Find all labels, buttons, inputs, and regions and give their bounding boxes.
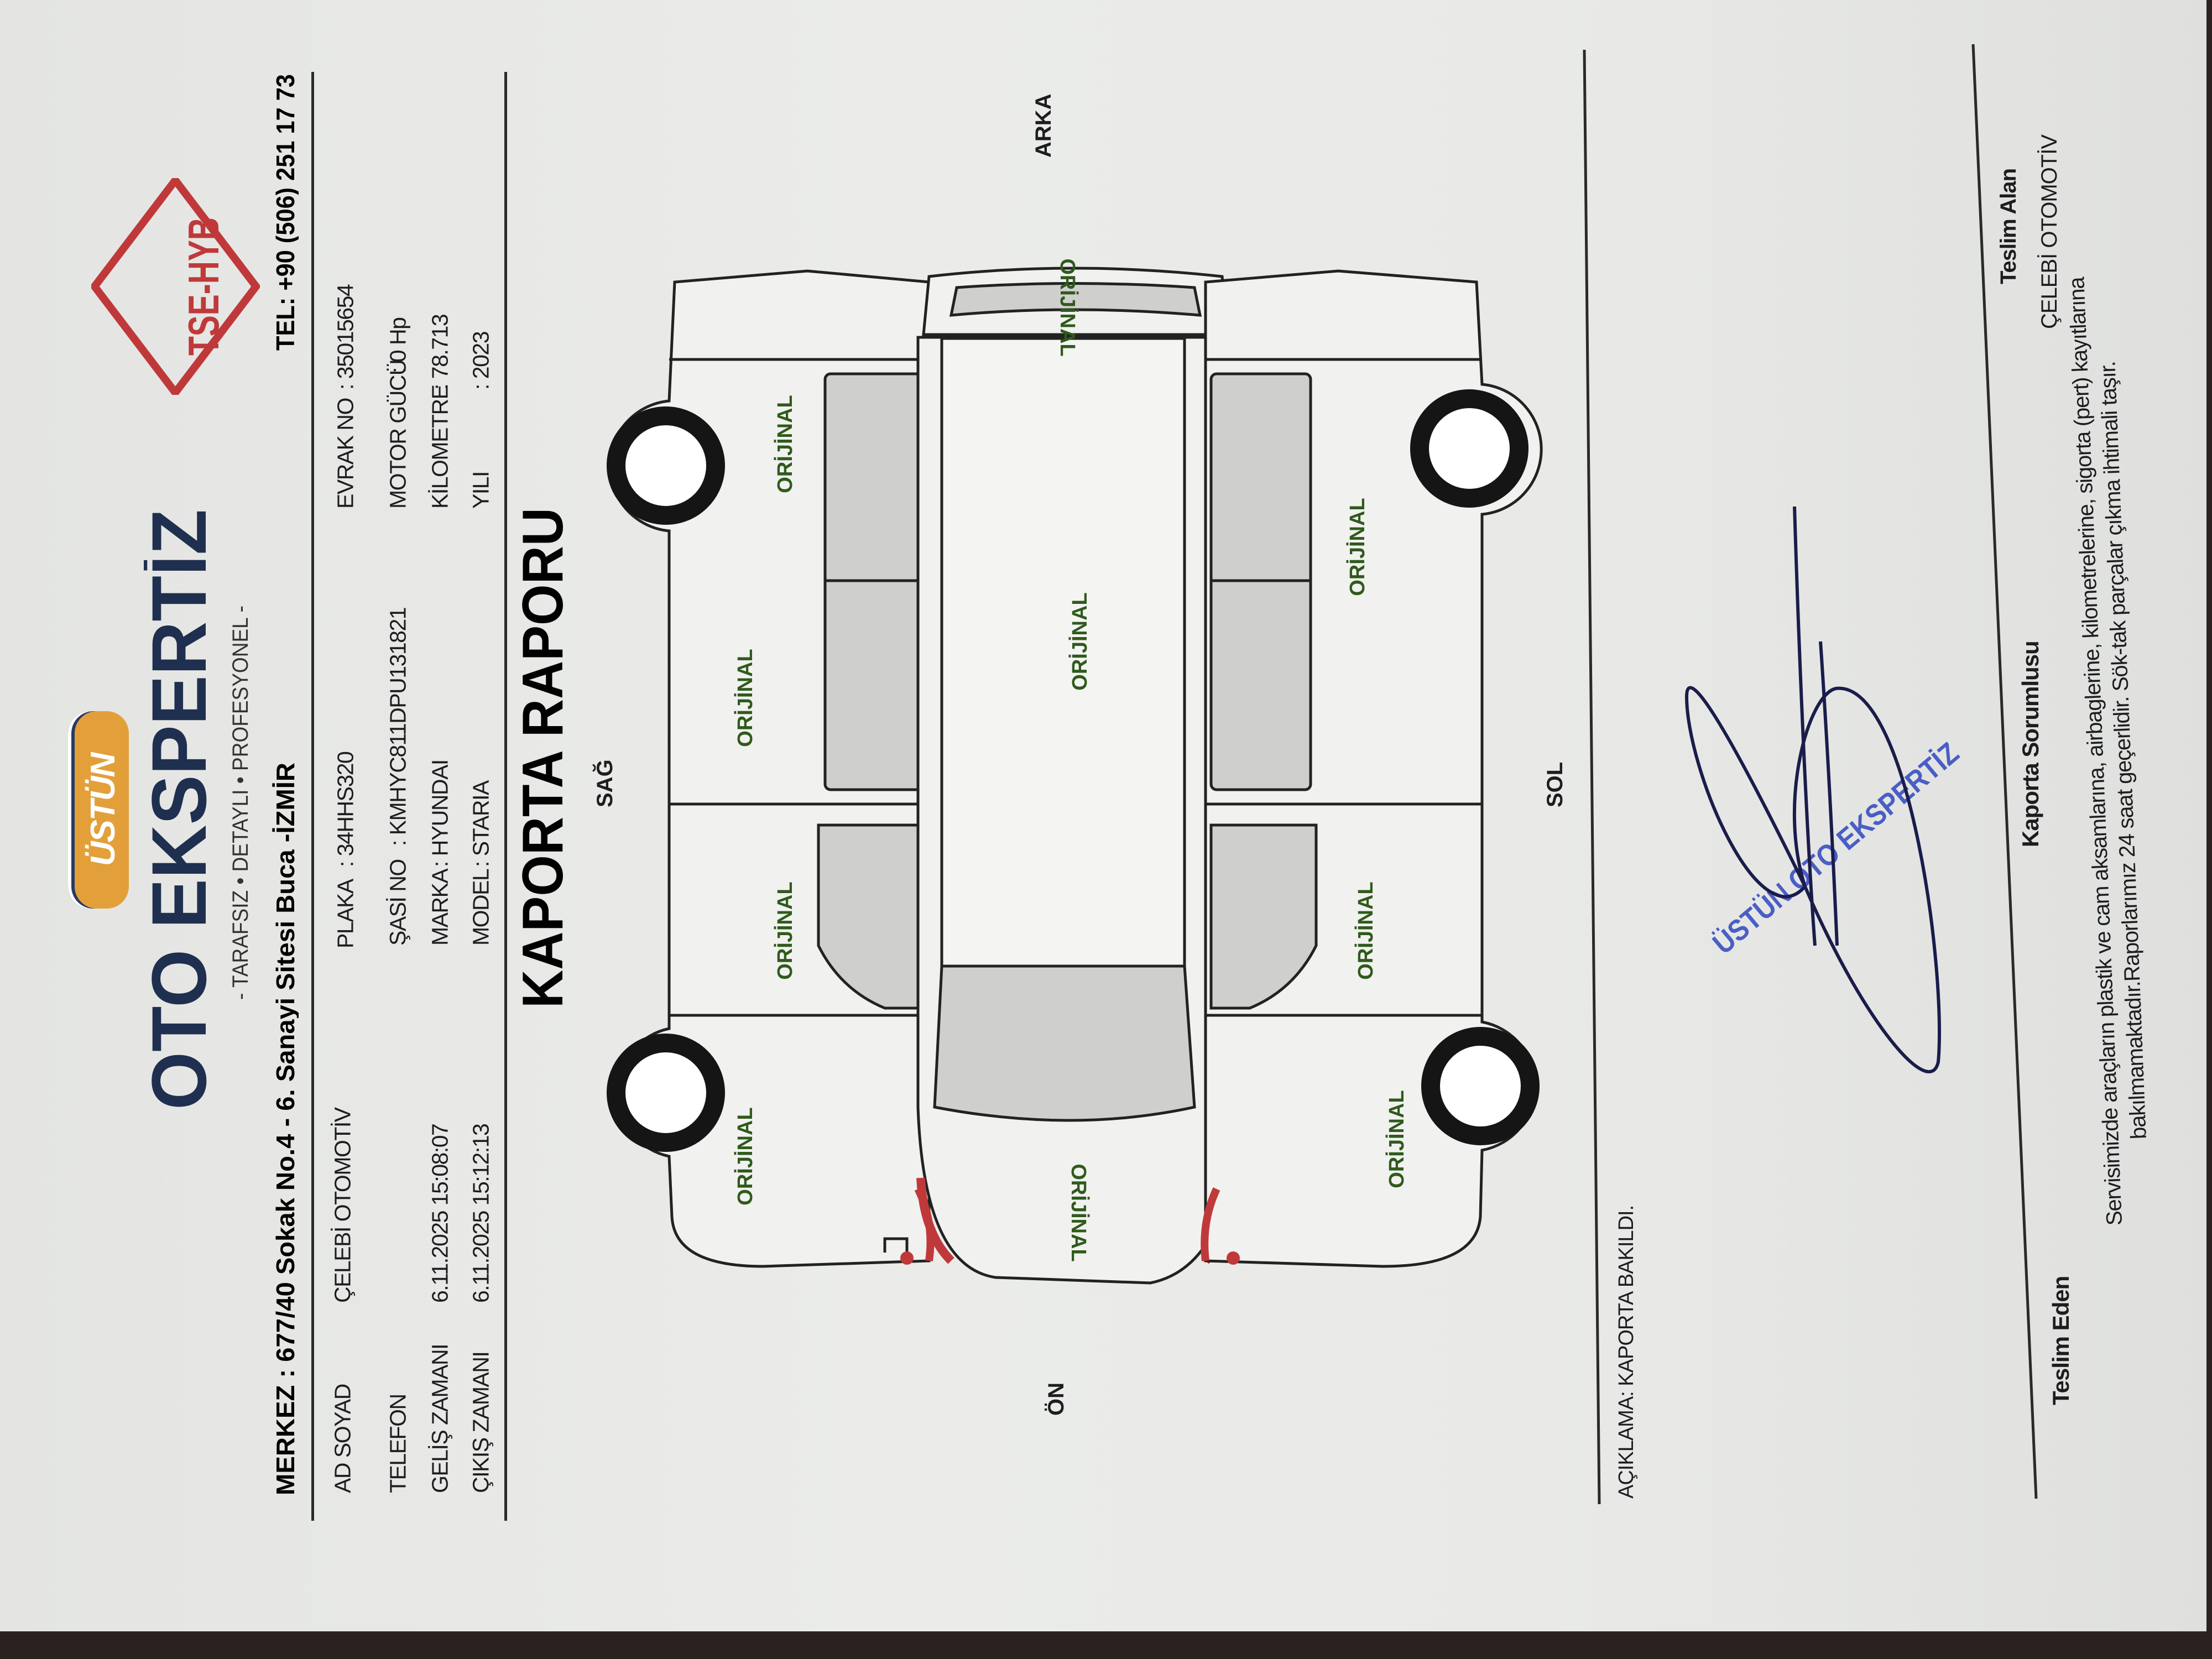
panel-status-labels: ORİJİNAL ORİJİNAL ORİJİNAL ORİJİNAL ORİJ…: [734, 258, 1408, 1261]
panel-status: ORİJİNAL: [1056, 258, 1079, 356]
signature-and-stamp: ÜSTÜN OTO EKSPERTİZ: [1684, 506, 1965, 1073]
bottom-lines: [1583, 44, 2038, 1505]
panel-status: ORİJİNAL: [734, 649, 757, 747]
phone-line: TEL: +90 (506) 251 17 73: [271, 74, 299, 351]
left-side-view: [1201, 269, 1543, 1268]
panel-status: ORİJİNAL: [1068, 592, 1092, 690]
wheel-icon: [1410, 389, 1528, 508]
phone: TEL: +90 (506) 251 17 73: [271, 74, 299, 351]
top-view: [916, 267, 1240, 1285]
brand-name-logo: OTO EKSPERTİZ: [144, 509, 213, 1110]
kaporta-report-document: ÜSTÜN OTO EKSPERTİZ - TARAFSIZ • DETAYLI…: [11, 28, 2201, 1631]
signature: [1684, 506, 1941, 1073]
tse-hyb-text: TSE-HYB: [179, 217, 228, 356]
wheel-icon: [607, 1034, 725, 1152]
tagline-box: - TARAFSIZ • DETAYLI • PROFESYONEL -: [228, 606, 253, 1000]
panel-status: ORİJİNAL: [1067, 1164, 1090, 1261]
teslim-eden-label: Teslim Eden: [2048, 1276, 2074, 1405]
panel-status: ORİJİNAL: [734, 1107, 757, 1205]
brand-name: OTO EKSPERTİZ: [144, 509, 213, 1110]
address-line: MERKEZ : 677/40 Sokak No.4 - 6. Sanayi S…: [271, 763, 299, 1495]
report-title: KAPORTA RAPORU: [512, 508, 567, 1008]
right-side-view: [607, 269, 935, 1268]
teslim-alan-label: Teslim Alan: [1996, 168, 2021, 284]
address: MERKEZ : 677/40 Sokak No.4 - 6. Sanayi S…: [271, 763, 299, 1495]
wheel-icon: [607, 406, 725, 525]
car-diagram: ORİJİNAL ORİJİNAL ORİJİNAL ORİJİNAL ORİJ…: [607, 258, 1543, 1285]
report-title-box: KAPORTA RAPORU: [512, 508, 567, 1008]
panel-status: ORİJİNAL: [1346, 498, 1369, 596]
panel-status: ORİJİNAL: [774, 395, 797, 493]
panel-status: ORİJİNAL: [774, 881, 797, 979]
panel-status: ORİJİNAL: [1385, 1090, 1408, 1188]
kaporta-sorumlusu-label: Kaporta Sorumlusu: [2017, 641, 2043, 847]
tagline: - TARAFSIZ • DETAYLI • PROFESYONEL -: [228, 606, 253, 1000]
panel-status: ORİJİNAL: [1354, 881, 1378, 979]
wheel-icon: [1421, 1027, 1540, 1145]
aciklama-text: AÇIKLAMA: KAPORTA BAKILDI.: [1615, 1205, 1638, 1499]
tse-hyb-seal: TSE-HYB: [91, 178, 260, 395]
